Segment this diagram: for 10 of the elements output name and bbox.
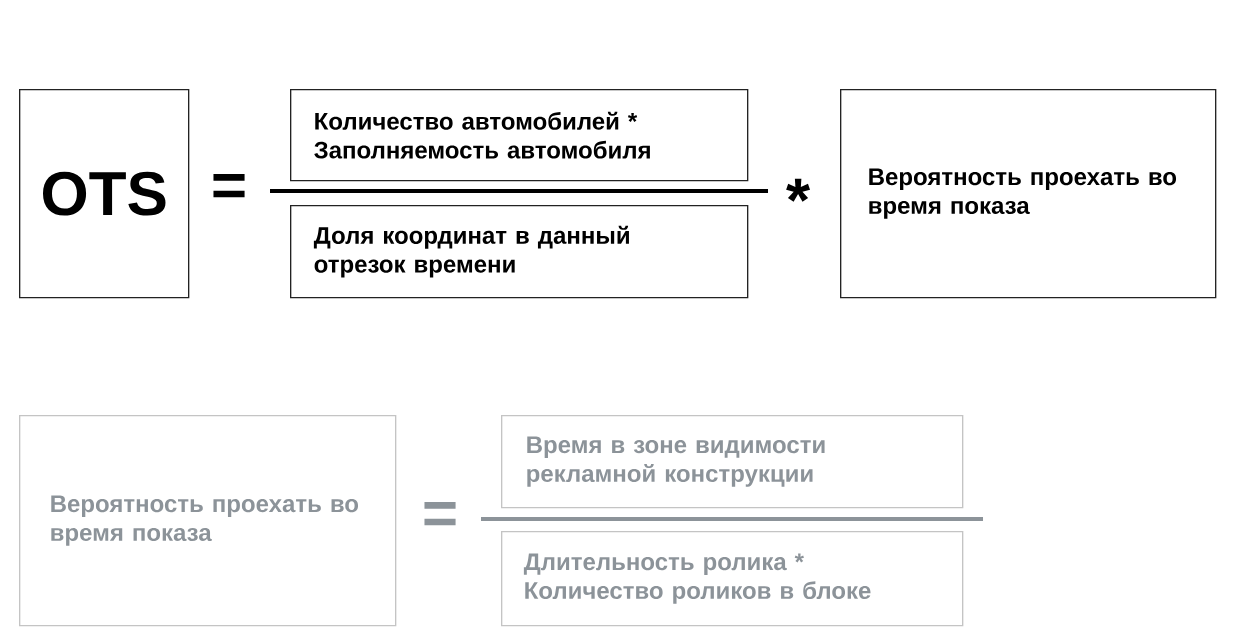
equals-sign: =	[424, 501, 456, 526]
formula-box: Вероятность проехать во время показа	[19, 415, 397, 627]
multiplication-sign: *	[786, 178, 810, 202]
formula-box: Количество автомобилей * Заполняемость автомобиля	[290, 89, 749, 182]
formula-box: Время в зоне видимости рекламной конструкции	[501, 415, 964, 509]
formula-box: Вероятность проехать во время показа	[840, 89, 1217, 299]
equals-sign: =	[213, 173, 245, 198]
formula-box: Доля координат в данный отрезок времени	[290, 205, 749, 299]
formula-box: OTS	[19, 89, 190, 299]
formula-box: Длительность ролика * Количество роликов в блоке	[501, 531, 964, 627]
